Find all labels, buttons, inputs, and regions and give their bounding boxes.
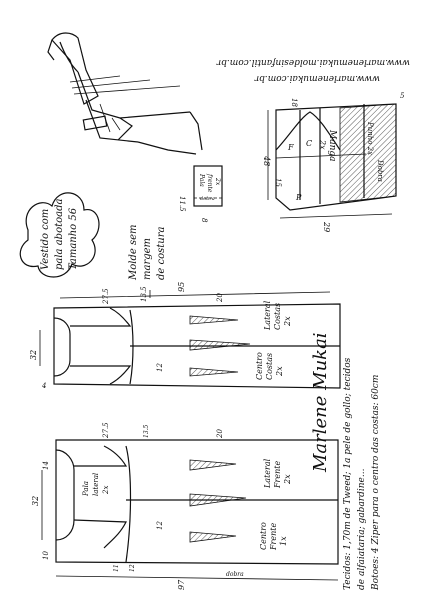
placket-dim-w: 8 [200, 218, 208, 223]
cloud-line3: Tamanho 56 [68, 207, 79, 270]
front-dim-shoulder: 14 [42, 461, 50, 470]
front-qty3: 1x [279, 536, 288, 546]
front-qty1: 2x [102, 486, 110, 495]
note-line1: Molde sem [128, 225, 139, 282]
sleeve-cuff-label: Dobra [376, 159, 384, 182]
back-dim-len: 95 [177, 282, 186, 292]
signature: Marlene Mukai [310, 332, 331, 473]
materials-line1: Tecidos: 1,70m de Tweed; 1a pele de goll… [343, 357, 353, 590]
sleeve-dim-side: 15 [274, 178, 282, 187]
front-dim-width: 32 [31, 496, 40, 506]
front-label2: Lateral [263, 458, 272, 489]
watermark: www.marlenemukai.com.br www.marlenemukai… [216, 57, 410, 83]
note-line3: de costura [156, 227, 167, 280]
back-dim-small: 4 [41, 382, 46, 390]
back-dim-yoke: 27.5 [102, 288, 110, 305]
sleeve-front-mark: F [287, 143, 294, 152]
title-cloud: Vestido com pala abotoada Tamanho 56 [19, 192, 100, 278]
back-pattern: Lateral Costas 2x Centro Costas 2x 95 27… [29, 282, 341, 390]
materials-line3: Botoes: 4 Ziper para o centro das costas… [371, 375, 381, 591]
placket-fold: dobra [200, 196, 215, 202]
front-dim-neck: 10 [42, 551, 50, 560]
signature-text: Marlene Mukai [310, 332, 331, 473]
sleeve-qty: 2x [318, 139, 327, 150]
front-dim-dart: 12 [156, 521, 164, 530]
cloud-line1: Vestido com [40, 209, 51, 270]
sleeve-back-mark: P [295, 193, 302, 202]
front-dim-c: 11 [113, 564, 120, 572]
back-dim-width: 32 [29, 350, 38, 360]
back-label1b: Costas [273, 303, 282, 330]
back-qty1: 2x [283, 316, 292, 327]
sleeve-pattern: Manga 2x Punho 2x Dobra F C P 48 15 18 2… [262, 92, 405, 232]
front-label3: Centro [259, 522, 268, 550]
dress-sketch [47, 32, 203, 155]
sleeve-dim-cap: 48 [262, 155, 271, 166]
front-dim-a: 12 [129, 564, 136, 572]
front-dim-yoke: 27.5 [102, 422, 110, 439]
front-label2b: Frente [273, 461, 282, 489]
back-dim-side: 20 [216, 293, 224, 303]
cloud-line2: pala abotoada [54, 199, 65, 270]
seam-note: Molde sem margem de costura [128, 225, 167, 282]
sleeve-cuff: Punho 2x [366, 121, 374, 155]
front-dim-b: 13.5 [143, 424, 150, 438]
placket-title: Pala [198, 173, 205, 187]
sleeve-title: Manga [327, 129, 337, 162]
sleeve-mid-mark: C [306, 139, 312, 148]
note-line2: margem [142, 238, 153, 280]
watermark-line1: www.marlenemukai.com.br [254, 73, 380, 83]
sleeve-dim-width: 29 [322, 221, 331, 232]
back-dim-dart: 12 [156, 363, 164, 372]
sleeve-dim-cuff: 5 [400, 92, 405, 100]
front-dim-fold: dobra [226, 571, 244, 578]
materials-line2: de alfaiataria; gabardine... [357, 468, 367, 590]
placket-sub: frente [206, 173, 213, 193]
materials-note: Tecidos: 1,70m de Tweed; 1a pele de goll… [343, 357, 381, 591]
watermark-line2: www.marlenemukai.moldesinfantil.com.br [216, 57, 410, 67]
back-label2b: Costas [265, 353, 274, 380]
front-dim-len: 97 [177, 579, 186, 590]
back-label1: Lateral [263, 300, 272, 331]
placket-pattern: Pala frente 2x dobra 11.5 8 [178, 165, 223, 223]
front-label3b: Frente [269, 523, 278, 551]
placket-dim-h: 11.5 [178, 196, 186, 212]
front-dim-side: 20 [216, 429, 224, 439]
front-label1: Pala [82, 481, 90, 497]
front-pattern: Pala lateral 2x Lateral Frente 2x Centro… [31, 422, 339, 590]
placket-qty: 2x [214, 177, 221, 186]
back-qty2: 2x [275, 366, 284, 377]
sleeve-dim-top: 18 [290, 98, 298, 107]
front-qty2: 2x [283, 474, 292, 485]
back-dim-shoulder: 13.5 [140, 286, 148, 302]
front-label1b: lateral [92, 473, 100, 496]
back-label2: Centro [255, 352, 264, 380]
